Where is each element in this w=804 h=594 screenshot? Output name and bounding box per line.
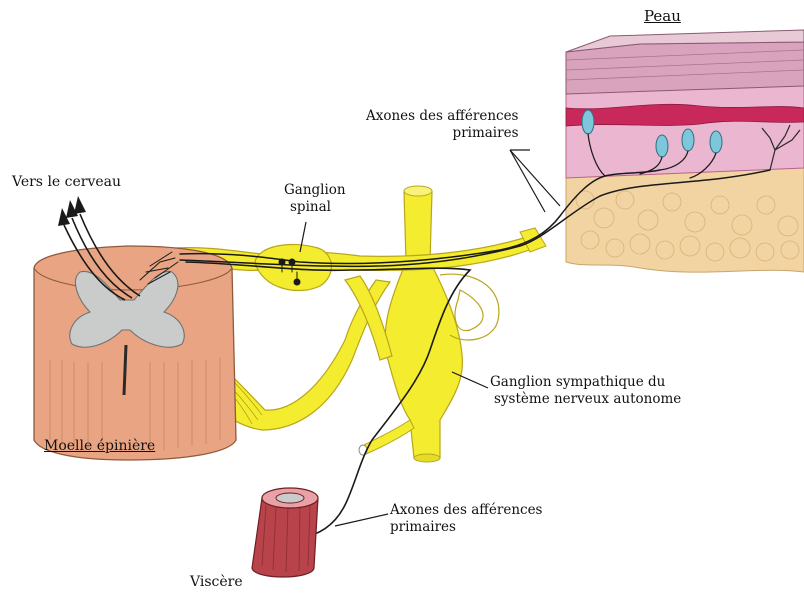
viscera-lumen-inner <box>276 493 304 503</box>
label-ganglion-sympathique: Ganglion sympathique du système nerveux … <box>490 374 681 408</box>
spinal-cord-fissure <box>124 345 126 395</box>
spinal-cord <box>34 196 236 460</box>
communicating-ramus <box>455 290 483 331</box>
arrow-head-3 <box>74 196 86 214</box>
splanchnic-nerve <box>362 420 414 454</box>
sympathetic-trunk-top <box>404 186 432 196</box>
label-axones-bottom-line2: primaires <box>390 519 543 536</box>
receptor-4 <box>710 131 722 153</box>
pointer-top-1 <box>510 150 560 206</box>
label-vers-cerveau: Vers le cerveau <box>12 174 121 191</box>
label-ganglion-sympathique-line1: Ganglion sympathique du <box>490 374 681 391</box>
label-ganglion-spinal-line2: spinal <box>284 199 346 216</box>
label-ganglion-spinal-line1: Ganglion <box>284 182 346 199</box>
label-viscere: Viscère <box>190 574 243 591</box>
receptor-3 <box>682 129 694 151</box>
label-ganglion-spinal: Ganglion spinal <box>284 182 346 216</box>
receptor-1 <box>582 110 594 134</box>
label-moelle-epiniere: Moelle épinière <box>44 438 155 455</box>
sympathetic-trunk-bottom <box>414 454 440 462</box>
label-axones-bottom: Axones des afférences primaires <box>390 502 543 536</box>
label-axones-top-line2: primaires <box>366 125 519 142</box>
label-axones-top-line1: Axones des afférences <box>366 108 519 125</box>
label-axones-bottom-line1: Axones des afférences <box>390 502 543 519</box>
label-peau: Peau <box>644 8 681 25</box>
sympathetic-trunk <box>385 186 499 462</box>
label-pointers <box>510 150 560 212</box>
skin-block <box>566 30 804 272</box>
pointer-top-2 <box>510 150 545 212</box>
skin-epidermis <box>566 42 804 94</box>
viscera <box>252 488 318 577</box>
receptor-2 <box>656 135 668 157</box>
label-ganglion-sympathique-line2: système nerveux autonome <box>490 391 681 408</box>
label-axones-top: Axones des afférences primaires <box>366 108 519 142</box>
